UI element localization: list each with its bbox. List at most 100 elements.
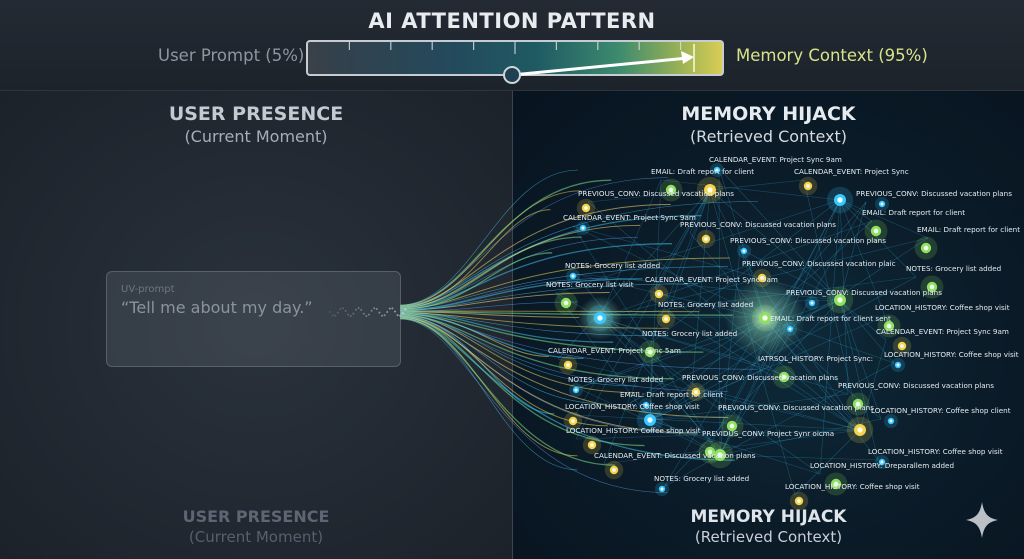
stream-particle	[370, 309, 373, 312]
stream-particle	[336, 311, 339, 314]
memory-label: PREVIOUS_CONV: Discussed vacation plans	[682, 373, 838, 382]
memory-label: EMAIL: Draft report for client	[620, 390, 723, 399]
memory-edge	[574, 414, 861, 431]
memory-edge	[719, 248, 741, 456]
memory-node-core	[707, 449, 713, 455]
memory-node-core	[717, 452, 723, 458]
memory-edge	[649, 419, 821, 475]
memory-edge	[795, 299, 841, 302]
memory-node-core	[760, 276, 764, 280]
stream-particle	[352, 312, 355, 315]
memory-edge	[667, 189, 711, 314]
memory-edge	[839, 199, 873, 222]
memory-edge	[663, 299, 841, 488]
stream-particle	[349, 315, 352, 317]
memory-edge	[603, 189, 711, 465]
memory-edge	[719, 454, 879, 461]
stream-particle	[383, 314, 386, 317]
memory-edge	[599, 317, 821, 475]
memory-node-core	[742, 249, 746, 253]
memory-edge	[654, 189, 711, 289]
memory-label: CALENDAR_EVENT: Project Sync	[794, 167, 909, 176]
stream-particle	[386, 311, 389, 313]
memory-edge	[839, 199, 886, 317]
memory-edge	[572, 225, 841, 301]
memory-label: LOCATION_HISTORY: Coffee shop visit	[785, 482, 920, 491]
user-prompt-label: User Prompt (5%)	[158, 46, 305, 65]
memory-node-core	[647, 417, 653, 423]
memory-edge	[859, 339, 887, 431]
memory-node-core	[810, 301, 814, 305]
memory-edge	[794, 429, 861, 496]
gauge-pivot	[503, 66, 521, 84]
memory-node-core	[729, 423, 735, 429]
attention-fiber	[399, 318, 668, 493]
memory-node-core	[590, 443, 594, 447]
memory-hijack-heading: MEMORY HIJACK	[681, 103, 856, 125]
stream-particle	[357, 307, 360, 309]
stream-particle	[334, 314, 337, 317]
attention-fiber	[399, 169, 579, 306]
stream-particle	[388, 307, 391, 310]
memory-label: PREVIOUS_CONV: Discussed vacation plans	[786, 288, 942, 297]
memory-label: NOTES: Grocery list added	[642, 329, 737, 338]
memory-edge	[839, 299, 882, 420]
stream-particle	[375, 308, 378, 310]
memory-node-core	[889, 419, 893, 423]
memory-label: PREVIOUS_CONV: Discussed vacation plans	[856, 189, 1012, 198]
memory-edge	[557, 358, 861, 431]
attention-fiber	[399, 312, 704, 353]
memory-edge	[574, 189, 711, 416]
memory-edge	[587, 201, 861, 431]
memory-node-core	[837, 197, 843, 203]
memory-label: LOCATION_HISTORY: Coffee shop visit	[884, 350, 1019, 359]
memory-edge	[719, 418, 882, 456]
memory-node-core	[707, 187, 713, 193]
memory-edge	[739, 248, 841, 301]
memory-label: PREVIOUS_CONV: Discussed vacation plans	[730, 236, 886, 245]
memory-node-core	[896, 363, 900, 367]
memory-label: IATRSOL_HISTORY: Project Sync:	[758, 354, 873, 363]
stream-particle	[344, 309, 347, 312]
stream-particle	[404, 308, 407, 311]
memory-label: PREVIOUS_CONV: Discussed vacation plans	[578, 189, 734, 198]
memory-edge	[649, 315, 886, 421]
memory-hijack-subheading: (Retrieved Context)	[689, 127, 848, 146]
user-presence-subheading: (Current Moment)	[184, 127, 328, 146]
memory-hijack-footer-heading: MEMORY HIJACK	[690, 507, 847, 527]
memory-node-core	[788, 327, 792, 331]
attention-fiber	[399, 283, 698, 311]
memory-edge	[803, 179, 861, 431]
memory-edge	[709, 189, 753, 273]
memory-node-core	[880, 202, 884, 206]
memory-node-core	[574, 388, 578, 392]
memory-node-core	[597, 315, 603, 321]
stream-particle	[399, 314, 402, 317]
memory-node-core	[806, 184, 810, 188]
memory-label: PREVIDUS_CONV: Project Synr oicma	[702, 429, 834, 438]
memory-edge	[599, 317, 849, 395]
stream-particle	[396, 314, 399, 317]
memory-node-core	[571, 274, 575, 278]
memory-edge	[599, 317, 729, 417]
memory-edge	[691, 385, 861, 431]
memory-edge	[629, 402, 721, 456]
memory-label: NOTES: Grocery list added	[906, 264, 1001, 273]
memory-edge	[651, 199, 841, 343]
memory-node-core	[873, 228, 879, 234]
memory-node-core	[668, 187, 674, 193]
panel-divider	[512, 91, 513, 559]
memory-edge	[839, 199, 917, 278]
attention-fiber	[399, 315, 728, 392]
memory-edge	[555, 199, 841, 294]
attention-fiber	[399, 209, 551, 308]
memory-node-core	[571, 419, 575, 423]
attention-fibers	[329, 169, 759, 493]
memory-edge	[587, 189, 711, 203]
memory-edge	[629, 299, 841, 404]
memory-edge	[719, 362, 895, 456]
attention-fiber	[399, 179, 612, 307]
attention-fiber	[399, 224, 641, 309]
memory-edge	[649, 393, 849, 421]
stream-particle	[331, 314, 334, 317]
